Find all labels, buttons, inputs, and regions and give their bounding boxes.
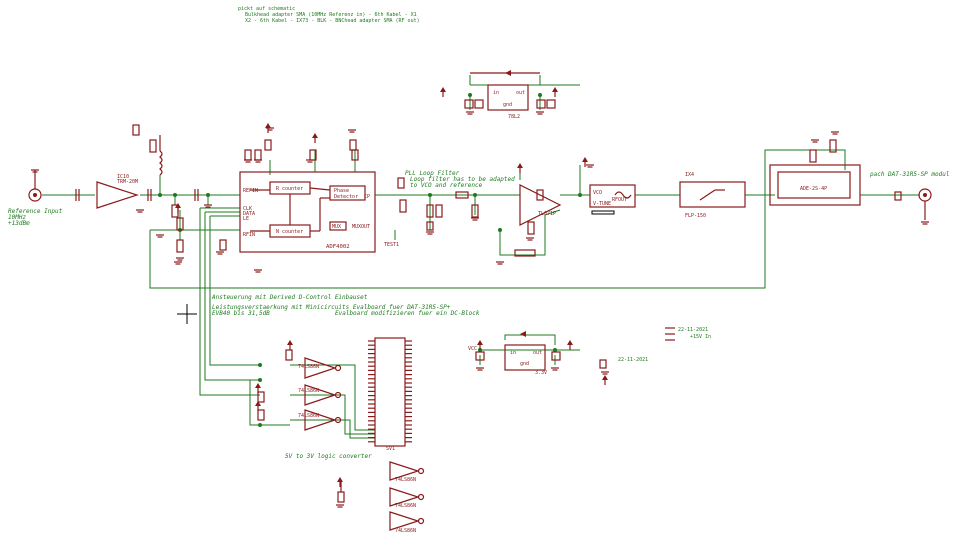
note-top-2: Bulkhead adapter SMA (10MHz Referenz in)… — [245, 12, 417, 18]
pll-filter-note-2: to VCO and reference — [410, 182, 483, 189]
filter-name: IX4 — [685, 172, 694, 178]
vco-out-label: RFOUT — [612, 197, 627, 203]
regulator-2 — [475, 331, 561, 371]
lowpass-filter — [679, 181, 746, 208]
junctions — [158, 93, 582, 427]
bottom-cap — [337, 482, 345, 503]
power-label: +15V In — [690, 334, 711, 340]
reg2-in: in — [510, 350, 516, 356]
reg1-name: 78L2 — [508, 114, 520, 120]
pin-rfin: RFIN — [243, 232, 255, 238]
reg2-name: 3.3V — [535, 370, 547, 376]
buffer-6-label: 74LS86N — [395, 528, 416, 534]
bias-resistors — [132, 124, 184, 253]
reg1-gnd: gnd — [503, 102, 512, 108]
vco-tune-label: V-TUNE — [593, 201, 611, 207]
vcc-label: VCC — [468, 346, 477, 352]
buffer-pullups — [257, 349, 293, 421]
reg2-gnd: gnd — [520, 361, 529, 367]
connector-label: SV1 — [386, 446, 395, 452]
reg1-out: out — [516, 90, 525, 96]
phase-detector-label-2: Detector — [334, 194, 358, 200]
amplifier-ic10 — [96, 181, 139, 209]
reg1-in: in — [493, 90, 499, 96]
buffer-5-label: 74LS86N — [395, 503, 416, 509]
power-connector — [599, 327, 675, 369]
note-leitung-3: Evalboard modifizieren fuer ein DC-Block — [335, 310, 480, 317]
reg2-out: out — [533, 350, 542, 356]
attenuator-module — [769, 139, 861, 206]
opamp-label: TL071P — [538, 211, 556, 217]
n-counter-label: N counter — [276, 229, 303, 235]
pin-data: DATA — [243, 211, 255, 217]
rf-output-connector — [894, 188, 932, 220]
logic-buffer-6 — [389, 511, 425, 531]
note-ansteuerung: Ansteuerung mit Derived D-Control Einbau… — [211, 294, 368, 301]
buffer-1-label: 74LS86N — [298, 364, 319, 370]
logic-buffer-4 — [389, 461, 425, 481]
vco-label: VCO — [593, 190, 602, 196]
wire-group-main — [42, 75, 920, 439]
amplifier-value: TRM-20M — [117, 179, 138, 185]
pin-clk: CLK — [243, 206, 252, 212]
loop-filter-parts — [399, 191, 479, 231]
ref-input-freq: 10MHz — [8, 214, 26, 221]
logic-buffer-2 — [304, 384, 342, 406]
buffer-4-label: 74LS86N — [395, 477, 416, 483]
note-leitung-1: Leistungsverstaerkung mit Minicircuits E… — [212, 304, 451, 311]
regulator-1 — [464, 70, 556, 111]
crosshair-icon — [177, 304, 197, 324]
mux-label: MUX — [332, 224, 341, 230]
logic-buffer-5 — [389, 487, 425, 507]
buffer-2-label: 74LS86N — [298, 388, 319, 394]
input-capacitors — [75, 189, 199, 201]
vco-module — [589, 184, 636, 215]
r-counter-label: R counter — [276, 186, 303, 192]
amplifier-name: IC10 — [117, 174, 129, 180]
adf4002-ic — [239, 171, 376, 253]
inductor-l1 — [159, 135, 163, 176]
ref-input-label: Reference Input — [8, 208, 63, 215]
phase-detector-label-1: Phase — [334, 188, 349, 194]
pll-filter-title: PLL Loop Filter — [405, 170, 460, 177]
logic-buffer-1 — [304, 357, 342, 379]
ref-input-level: +13dBm — [8, 220, 30, 227]
note-top-1: pickt auf schematic — [238, 6, 295, 12]
note-top-3: X2 - 6th Kabel - IX73 - BLK - BNChead ad… — [245, 18, 420, 24]
supply-arrows — [175, 87, 608, 487]
logic-buffer-3 — [304, 409, 342, 431]
note-logic: 5V to 3V logic converter — [285, 453, 372, 460]
note-leitung-2: EVB40 bis 31,5dB — [212, 310, 270, 317]
pin-muxout: MUXOUT — [352, 224, 370, 230]
pin-refin: REFIN — [243, 188, 258, 194]
rf-out-note: pach DAT-31R5-SP modul — [870, 171, 949, 178]
attenuator-label: ADE-2S-4P — [800, 186, 827, 192]
filter-part: FLP-150 — [685, 213, 706, 219]
pll-filter-note-1: Loop filter has to be adapted — [410, 176, 515, 183]
power-date: 22-11-2021 — [678, 327, 708, 333]
opamp-tl071 — [514, 184, 562, 257]
adf4002-name: ADF4002 — [326, 244, 350, 250]
test-point: TEST1 — [384, 242, 399, 248]
pin-cp: CP — [364, 194, 370, 200]
power-date-2: 22-11-2021 — [618, 357, 648, 363]
connector-sv1 — [368, 337, 412, 447]
ground-symbols — [31, 111, 929, 508]
ref-input-connector — [28, 170, 42, 202]
pin-le: LE — [243, 216, 249, 222]
buffer-3-label: 74LS86N — [298, 413, 319, 419]
